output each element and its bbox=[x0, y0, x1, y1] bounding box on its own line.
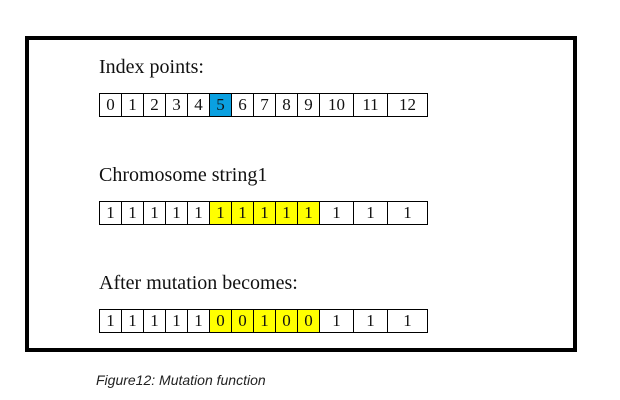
cell: 1 bbox=[122, 94, 144, 116]
cell: 8 bbox=[276, 94, 298, 116]
cell: 9 bbox=[298, 94, 320, 116]
cell: 1 bbox=[320, 310, 354, 332]
cell: 3 bbox=[166, 94, 188, 116]
cell: 0 bbox=[100, 94, 122, 116]
cell: 0 bbox=[298, 310, 320, 332]
after-mutation-title: After mutation becomes: bbox=[99, 272, 298, 294]
cell: 1 bbox=[188, 202, 210, 224]
cell: 1 bbox=[188, 310, 210, 332]
cell: 1 bbox=[210, 202, 232, 224]
cell: 4 bbox=[188, 94, 210, 116]
chromosome-string-title: Chromosome string1 bbox=[99, 164, 268, 186]
cell: 1 bbox=[298, 202, 320, 224]
index-points-title: Index points: bbox=[99, 56, 204, 78]
figure-caption: Figure12: Mutation function bbox=[96, 372, 266, 388]
cell: 1 bbox=[320, 202, 354, 224]
cell: 0 bbox=[210, 310, 232, 332]
cell: 5 bbox=[210, 94, 232, 116]
cell: 12 bbox=[388, 94, 428, 116]
cell: 1 bbox=[232, 202, 254, 224]
cell: 1 bbox=[354, 310, 388, 332]
cell: 1 bbox=[100, 310, 122, 332]
cell: 10 bbox=[320, 94, 354, 116]
cell: 1 bbox=[122, 202, 144, 224]
cell: 1 bbox=[100, 202, 122, 224]
cell: 1 bbox=[122, 310, 144, 332]
cell: 1 bbox=[144, 310, 166, 332]
cell: 0 bbox=[276, 310, 298, 332]
cell: 1 bbox=[254, 310, 276, 332]
cell: 1 bbox=[276, 202, 298, 224]
cell: 1 bbox=[254, 202, 276, 224]
cell: 1 bbox=[388, 202, 428, 224]
cell: 1 bbox=[354, 202, 388, 224]
cell: 0 bbox=[232, 310, 254, 332]
cell: 1 bbox=[388, 310, 428, 332]
cell: 1 bbox=[166, 310, 188, 332]
cell: 6 bbox=[232, 94, 254, 116]
cell: 7 bbox=[254, 94, 276, 116]
cell: 1 bbox=[144, 202, 166, 224]
cell: 11 bbox=[354, 94, 388, 116]
cell: 1 bbox=[166, 202, 188, 224]
cell: 2 bbox=[144, 94, 166, 116]
